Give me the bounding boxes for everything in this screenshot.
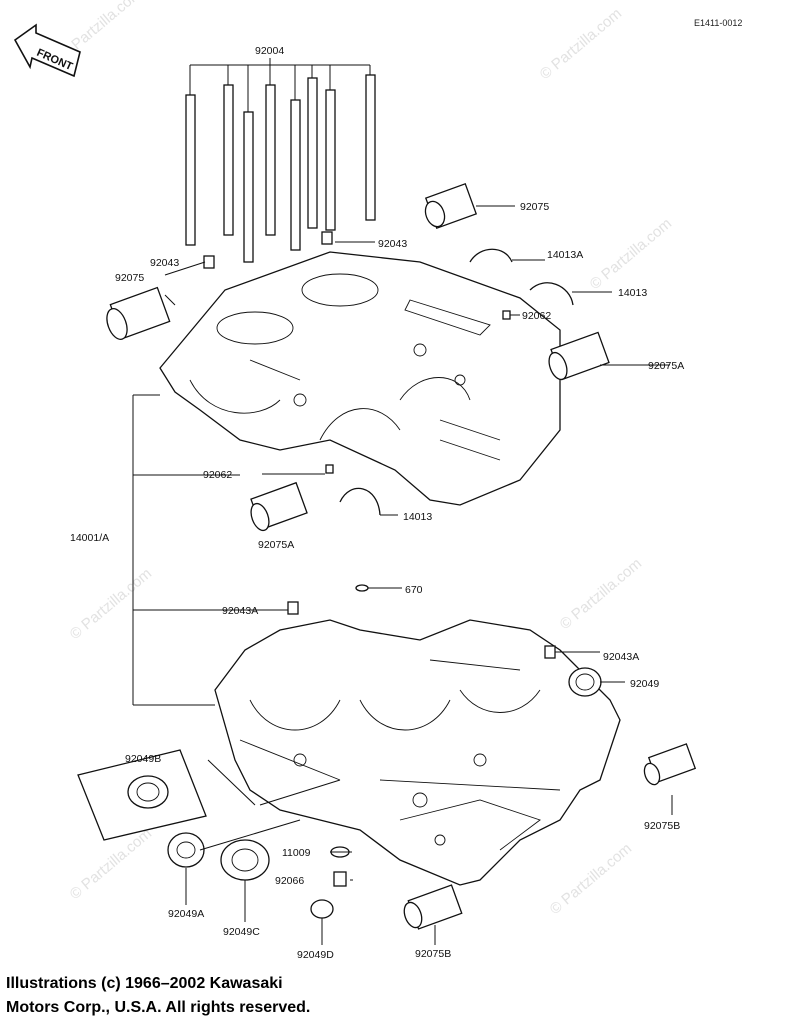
watermark: © Partzilla.com — [557, 555, 645, 633]
callout-92043-right: 92043 — [378, 238, 407, 250]
callout-92043-left: 92043 — [150, 257, 179, 269]
watermark: © Partzilla.com — [587, 215, 675, 293]
callout-92049c: 92049C — [223, 926, 260, 938]
callout-92075a-left: 92075A — [258, 539, 294, 551]
callout-92004: 92004 — [255, 45, 284, 57]
callout-14013a: 14013A — [547, 249, 583, 261]
upper-crankcase-icon — [159, 251, 561, 506]
stud-bolts-icon — [185, 58, 376, 263]
diagram-code: E1411-0012 — [694, 18, 742, 28]
callout-92049d: 92049D — [297, 949, 334, 961]
copyright-line: Motors Corp., U.S.A. All rights reserved… — [6, 999, 311, 1016]
callout-92075b-bottom: 92075B — [415, 948, 451, 960]
callout-92062-right: 92062 — [522, 310, 551, 322]
callout-14013-right: 14013 — [618, 287, 647, 299]
lower-crankcase-icon — [214, 619, 621, 886]
callout-14001a: 14001/A — [70, 532, 109, 544]
callout-92049: 92049 — [630, 678, 659, 690]
callout-670: 670 — [405, 584, 423, 596]
callout-92075b-right: 92075B — [644, 820, 680, 832]
callout-92062-left: 92062 — [203, 469, 232, 481]
callout-11009: 11009 — [282, 847, 311, 859]
watermark: © Partzilla.com — [547, 840, 635, 918]
small-parts-icons — [77, 182, 697, 930]
copyright-line: Illustrations (c) 1966–2002 Kawasaki — [6, 975, 283, 992]
callout-92066: 92066 — [275, 875, 304, 887]
watermark: © Partzilla.com — [537, 5, 625, 83]
copyright-notice: Illustrations (c) 1966–2002 Kawasaki Mot… — [6, 972, 310, 1020]
watermark: © Partzilla.com — [67, 565, 155, 643]
callout-labels: 92004 92075 92043 92043 92075 14013A 140… — [70, 45, 684, 961]
callout-92049a: 92049A — [168, 908, 204, 920]
callout-92075-left: 92075 — [115, 272, 144, 284]
leader-lines — [132, 205, 673, 945]
callout-92075a-right: 92075A — [648, 360, 684, 372]
callout-92075-right: 92075 — [520, 201, 549, 213]
callout-92043a-right: 92043A — [603, 651, 639, 663]
callout-92049b: 92049B — [125, 753, 161, 765]
front-arrow-icon: FRONT — [13, 23, 81, 78]
callout-92043a-left: 92043A — [222, 605, 258, 617]
callout-14013-lower: 14013 — [403, 511, 432, 523]
